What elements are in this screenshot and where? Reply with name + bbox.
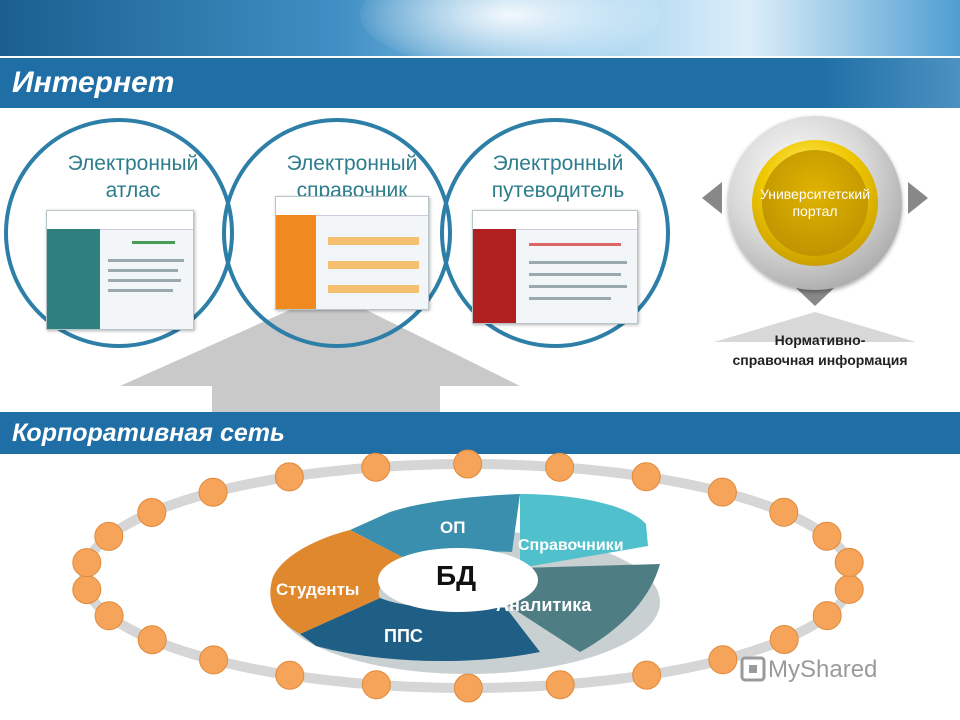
network-node bbox=[137, 625, 167, 655]
segment-analitika-label: Аналитика bbox=[496, 595, 592, 615]
database-center-label: БД bbox=[436, 560, 477, 591]
guide-thumbnail-line bbox=[528, 273, 621, 276]
segment-op-label: ОП bbox=[440, 518, 466, 537]
guide-thumbnail-line bbox=[528, 297, 611, 300]
guide-label-line1: Электронный bbox=[492, 152, 624, 175]
network-node bbox=[275, 660, 305, 690]
network-node bbox=[94, 601, 124, 631]
myshared-watermark: MyShared bbox=[768, 656, 878, 683]
network-node bbox=[631, 462, 661, 492]
directory-label-line1: Электронный bbox=[286, 152, 418, 175]
network-node bbox=[198, 477, 228, 507]
network-node bbox=[707, 477, 737, 507]
normative-info-line2: справочная информация bbox=[732, 352, 908, 368]
segment-spravochniki bbox=[520, 494, 648, 568]
portal: Университетский портал bbox=[700, 112, 930, 352]
portal-arrows bbox=[702, 182, 928, 342]
segment-spravochniki-label: Справочники bbox=[518, 537, 624, 554]
atlas-label: Электронный атлас bbox=[33, 150, 233, 204]
network-node bbox=[834, 574, 864, 604]
guide-label-line2: путеводитель bbox=[491, 179, 625, 202]
network-node bbox=[137, 498, 167, 527]
atlas-label-line2: атлас bbox=[105, 179, 161, 202]
network-node bbox=[72, 575, 102, 605]
atlas-thumbnail-header bbox=[47, 211, 193, 230]
network-node bbox=[812, 601, 842, 631]
guide-label: Электронный путеводитель bbox=[458, 150, 658, 204]
atlas-thumbnail-line bbox=[108, 279, 182, 282]
guide-thumbnail-sidebar bbox=[473, 229, 516, 323]
guide-thumbnail-line bbox=[528, 243, 621, 246]
network-node bbox=[545, 670, 575, 700]
network-node bbox=[632, 660, 662, 690]
segment-op bbox=[350, 494, 520, 566]
atlas-thumbnail-sidebar bbox=[47, 229, 100, 329]
directory-thumbnail-sidebar bbox=[276, 215, 316, 309]
directory-thumbnail-row bbox=[327, 285, 419, 293]
portal-outer-ring: Университетский портал bbox=[728, 116, 902, 290]
portal-left-arrow bbox=[702, 182, 722, 214]
corporate-section-bar: Корпоративная сеть bbox=[0, 412, 960, 454]
corporate-section-title: Корпоративная сеть bbox=[12, 419, 285, 447]
directory-thumbnail-row bbox=[327, 261, 419, 269]
network-node bbox=[708, 645, 738, 675]
internet-section-title: Интернет bbox=[12, 66, 175, 99]
portal-gold-ring: Университетский портал bbox=[752, 140, 878, 266]
portal-down-arrow bbox=[796, 288, 834, 306]
atlas-thumbnail[interactable] bbox=[46, 210, 194, 330]
network-node bbox=[453, 449, 483, 479]
guide-thumbnail-header bbox=[473, 211, 637, 230]
guide-circle bbox=[440, 118, 670, 348]
network-node bbox=[361, 670, 391, 700]
network-node bbox=[199, 645, 229, 675]
portal-right-arrow bbox=[908, 182, 928, 214]
network-node bbox=[274, 462, 304, 492]
segment-pps-label: ППС bbox=[384, 626, 423, 646]
atlas-thumbnail-line bbox=[108, 289, 173, 292]
normative-info-label: Нормативно- справочная информация bbox=[700, 330, 940, 370]
guide-thumbnail[interactable] bbox=[472, 210, 638, 324]
atlas-thumbnail-line bbox=[108, 259, 185, 262]
network-node bbox=[72, 548, 102, 578]
network-node bbox=[769, 625, 799, 654]
atlas-thumbnail-line bbox=[131, 241, 176, 244]
myshared-logo-icon bbox=[740, 656, 766, 682]
portal-label: Университетский портал bbox=[759, 186, 871, 219]
segment-studenty-label: Студенты bbox=[276, 580, 360, 599]
up-arrow bbox=[120, 292, 520, 412]
network-node bbox=[453, 673, 483, 703]
atlas-thumbnail-line bbox=[108, 269, 179, 272]
directory-thumbnail[interactable] bbox=[275, 196, 429, 310]
network-node bbox=[834, 547, 864, 577]
network-node bbox=[812, 521, 842, 551]
directory-thumbnail-header bbox=[276, 197, 428, 216]
atlas-label-line1: Электронный bbox=[67, 152, 199, 175]
normative-info-line1: Нормативно- bbox=[774, 332, 866, 348]
network-node bbox=[545, 452, 575, 482]
top-banner bbox=[0, 0, 960, 70]
guide-thumbnail-line bbox=[528, 285, 628, 288]
network-node bbox=[769, 497, 799, 527]
network-node bbox=[94, 521, 124, 551]
directory-thumbnail-row bbox=[327, 237, 419, 245]
internet-section-bar: Интернет bbox=[0, 58, 960, 108]
portal-button[interactable]: Университетский портал bbox=[759, 150, 871, 256]
network-node bbox=[361, 452, 391, 482]
guide-thumbnail-line bbox=[528, 261, 628, 264]
portal-base bbox=[714, 312, 916, 342]
